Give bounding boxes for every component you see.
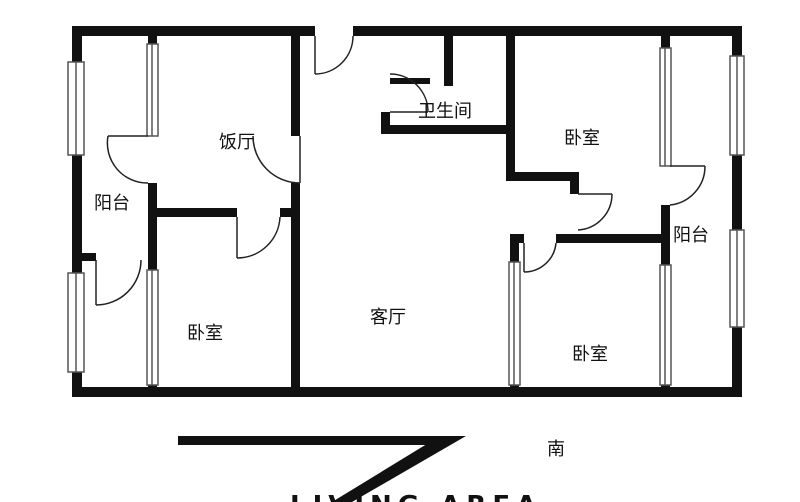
label-living: 客厅 bbox=[370, 307, 406, 328]
door-balcony-w-lower bbox=[95, 259, 142, 306]
wall-top-left bbox=[72, 26, 315, 36]
label-bedroom-se: 卧室 bbox=[572, 344, 608, 365]
door-se-bedroom bbox=[523, 242, 557, 273]
door-entrance bbox=[314, 35, 354, 75]
compass-bar bbox=[178, 436, 450, 445]
compass-arrow-tip bbox=[332, 436, 466, 502]
wall-bottom bbox=[72, 387, 742, 397]
label-bedroom-sw: 卧室 bbox=[187, 323, 223, 344]
door-sw-bedroom bbox=[236, 216, 281, 259]
wall-dining-east-bottom bbox=[291, 183, 300, 387]
wall-right-top bbox=[732, 26, 742, 56]
window-left-upper bbox=[67, 61, 85, 156]
wall-ne-bed-west bbox=[506, 36, 515, 181]
window-se-bedroom-e bbox=[659, 264, 672, 386]
door-dining bbox=[252, 135, 301, 184]
window-balcony-w-upper bbox=[146, 43, 159, 137]
window-se-bedroom-w bbox=[508, 261, 521, 386]
label-bathroom: 卫生间 bbox=[418, 101, 472, 122]
interior-walls bbox=[82, 36, 670, 387]
wall-bath-ledge bbox=[390, 78, 430, 84]
label-balcony-w: 阳台 bbox=[94, 193, 130, 214]
footer-caption: LIVING AREA bbox=[290, 491, 542, 502]
label-south: 南 bbox=[547, 439, 565, 460]
windows bbox=[67, 43, 745, 386]
wall-dining-south-2 bbox=[280, 208, 300, 217]
compass-mark: 南 bbox=[178, 436, 565, 502]
wall-ne-bed-south bbox=[506, 172, 578, 181]
wall-left-top bbox=[72, 26, 82, 62]
wall-top-right bbox=[353, 26, 742, 36]
wall-ne-bed-jog bbox=[570, 172, 579, 194]
wall-left-bottom bbox=[72, 372, 82, 397]
label-balcony-e: 阳台 bbox=[673, 225, 709, 246]
door-bathroom bbox=[389, 73, 429, 113]
window-right-upper bbox=[729, 55, 745, 156]
wall-right-bottom bbox=[732, 327, 742, 397]
wall-bath-south bbox=[381, 125, 515, 134]
label-dining: 饭厅 bbox=[219, 132, 255, 153]
wall-right-mid bbox=[732, 155, 742, 230]
door-balcony-w-upper bbox=[106, 135, 149, 184]
label-bedroom-ne: 卧室 bbox=[564, 128, 600, 149]
wall-se-bed-north bbox=[556, 234, 670, 243]
window-right-lower bbox=[729, 229, 745, 328]
wall-dining-south bbox=[157, 208, 237, 217]
door-balcony-e bbox=[669, 165, 706, 206]
doors bbox=[95, 35, 706, 306]
window-left-lower bbox=[67, 272, 85, 373]
window-balcony-w-lower bbox=[146, 269, 159, 386]
wall-dining-east-top bbox=[291, 36, 300, 136]
wall-left-mid bbox=[72, 155, 82, 273]
door-ne-bedroom bbox=[577, 193, 613, 231]
outer-walls bbox=[72, 26, 742, 397]
window-ne-bedroom bbox=[659, 47, 672, 167]
wall-bath-inner bbox=[444, 36, 453, 86]
wall-bath-west bbox=[381, 112, 390, 134]
wall-balcony-w-stub bbox=[82, 253, 96, 261]
